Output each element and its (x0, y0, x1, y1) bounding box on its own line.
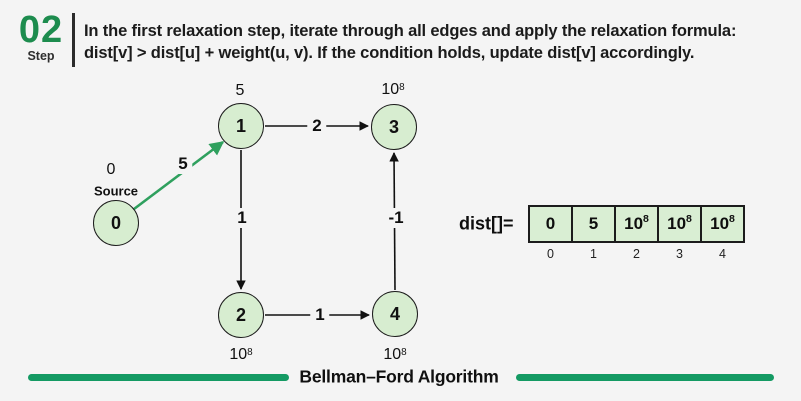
node-0-id: 0 (110, 212, 121, 233)
node-1-id: 1 (235, 115, 246, 136)
graph-node-1: 1 (218, 103, 264, 149)
dist-index-1: 1 (590, 247, 597, 261)
node-0-dist-value: 0 (106, 161, 116, 178)
dist-index-4: 4 (719, 247, 726, 261)
node-4-dist-label: 108 (383, 346, 406, 364)
node-1-dist-value: 5 (235, 82, 245, 99)
graph-node-4: 4 (372, 291, 418, 337)
edge-0-1-relaxed (133, 140, 225, 211)
step-number: 02 (18, 9, 64, 51)
header-divider (72, 13, 75, 67)
dist-cell-2-sup: 8 (643, 213, 649, 226)
node-1-dist-label: 5 (236, 82, 245, 100)
node-3-dist-value: 10 (381, 81, 400, 98)
node-3-dist-label: 108 (381, 81, 404, 99)
graph-node-2: 2 (218, 292, 264, 338)
node-2-dist-label: 108 (229, 346, 252, 364)
edge-weight-2-4: 1 (310, 305, 330, 325)
dist-cell-4-value: 10 (710, 214, 730, 233)
edge-weight-0-1: 5 (173, 154, 193, 174)
dist-cell-1-value: 5 (588, 214, 599, 233)
dist-index-2: 2 (633, 247, 640, 261)
dist-cell-4-sup: 8 (729, 213, 735, 226)
step-description-line1: In the first relaxation step, iterate th… (84, 22, 737, 40)
dist-cell-3-value: 10 (667, 214, 687, 233)
node-0-dist-label: 0 (107, 161, 116, 179)
node-3-dist-sup: 8 (399, 81, 405, 93)
node-4-dist-sup: 8 (401, 346, 407, 358)
step-label: Step (27, 49, 55, 63)
step-badge: 02 Step (13, 9, 69, 63)
step-description-line2: dist[v] > dist[u] + weight(u, v). If the… (84, 44, 695, 62)
footer-bar-right (516, 374, 774, 381)
edge-weight-1-2: 1 (232, 208, 252, 228)
node-2-id: 2 (235, 304, 246, 325)
dist-index-row: 0 1 2 3 4 (528, 247, 745, 261)
footer-title: Bellman–Ford Algorithm (299, 366, 499, 387)
edge-weight-1-3: 2 (307, 116, 327, 136)
dist-index-3: 3 (676, 247, 683, 261)
graph-node-0: 0 (93, 200, 139, 246)
node-2-dist-sup: 8 (247, 346, 253, 358)
edge-weight-4-3: -1 (383, 208, 409, 228)
node-4-dist-value: 10 (383, 346, 402, 363)
footer-bar-left (28, 374, 289, 381)
dist-cell-0-value: 0 (545, 214, 556, 233)
source-label: Source (93, 183, 139, 199)
node-3-id: 3 (388, 116, 399, 137)
step-description: In the first relaxation step, iterate th… (84, 20, 736, 64)
dist-cell-1: 5 (571, 205, 616, 243)
dist-index-0: 0 (547, 247, 554, 261)
node-2-dist-value: 10 (229, 346, 248, 363)
dist-cell-2-value: 10 (624, 214, 644, 233)
dist-array-label: dist[]= (459, 213, 514, 234)
graph-node-3: 3 (371, 104, 417, 150)
dist-cell-3-sup: 8 (686, 213, 692, 226)
dist-cell-0: 0 (528, 205, 573, 243)
node-4-id: 4 (389, 303, 400, 324)
